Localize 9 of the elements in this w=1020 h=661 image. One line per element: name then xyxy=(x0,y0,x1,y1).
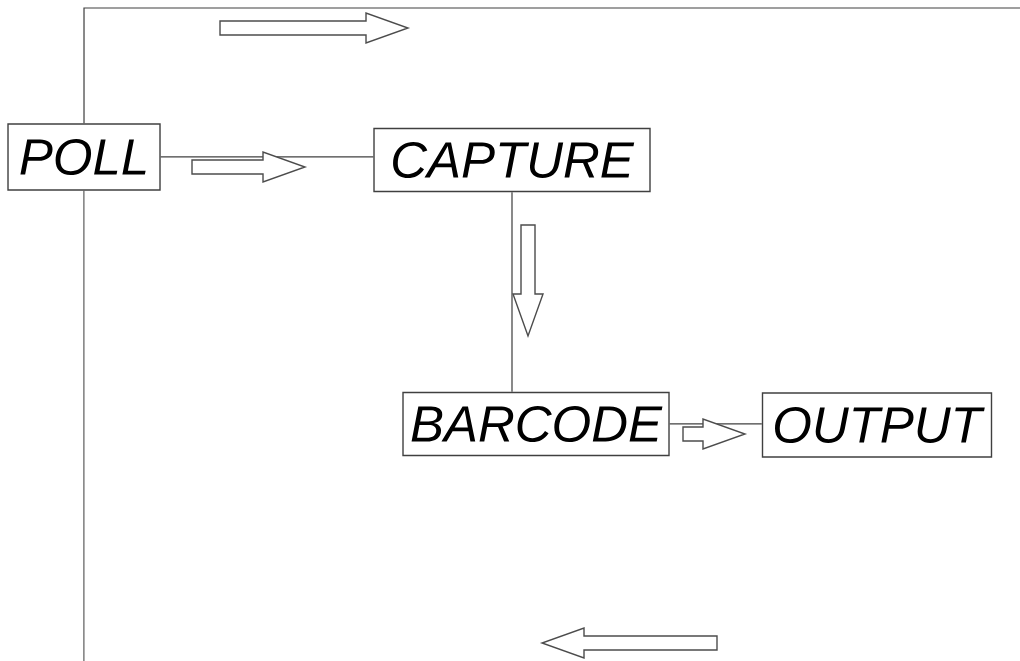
process-box: CAPTURE xyxy=(373,127,651,193)
process-box: OUTPUT xyxy=(761,392,993,458)
process-box: BARCODE xyxy=(402,391,670,457)
flow-line xyxy=(669,418,763,450)
flow-line xyxy=(160,151,374,183)
process-box: POLL xyxy=(7,123,161,191)
flow-line xyxy=(511,191,544,393)
flow-line xyxy=(83,190,718,661)
flow-line xyxy=(83,7,1020,124)
